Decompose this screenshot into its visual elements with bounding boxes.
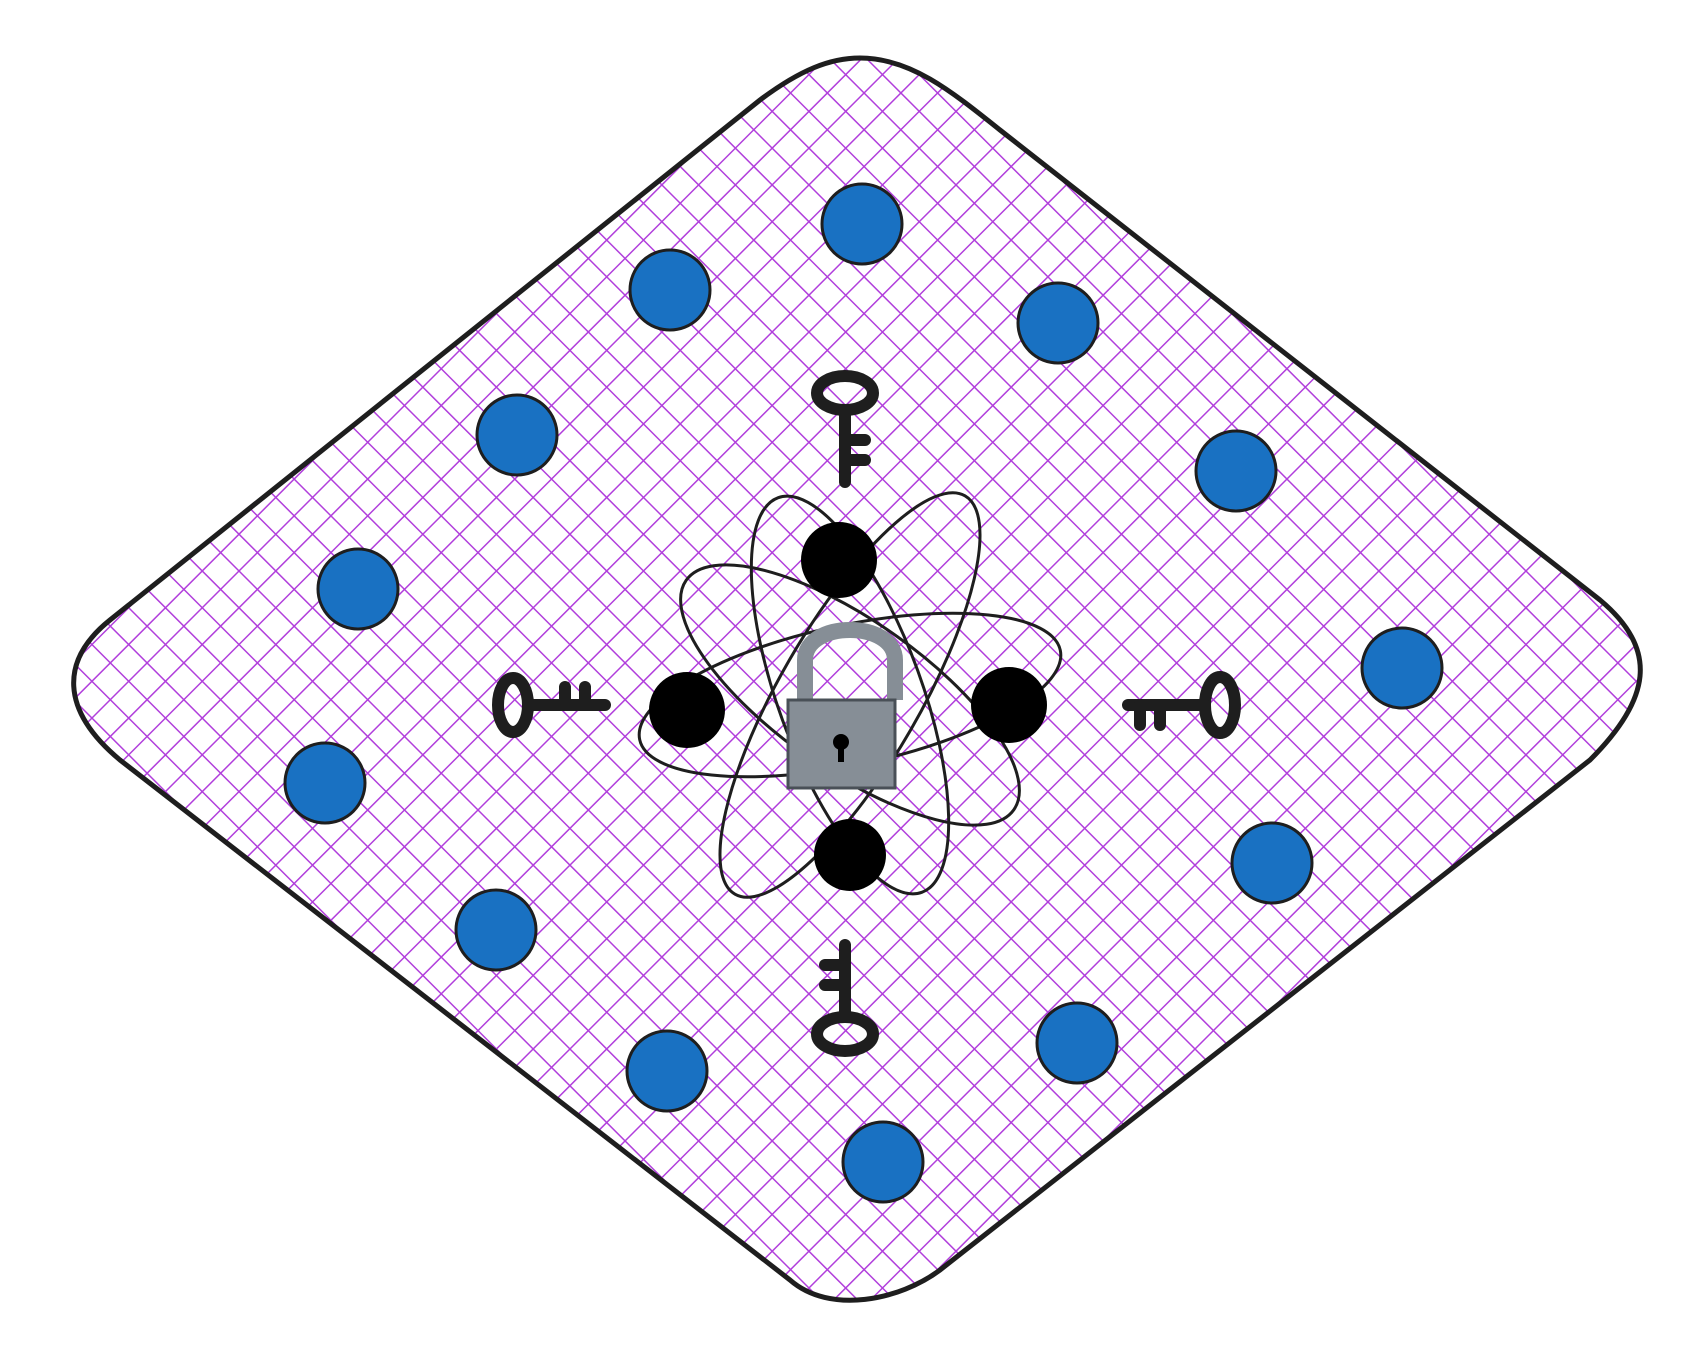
key-icon-right [1122,671,1241,739]
outer-dot [841,1120,925,1204]
outer-dot [316,547,400,631]
padlock-shackle [797,622,903,700]
outer-dot [820,182,904,266]
diamond-shape [71,55,1643,1303]
outer-dot [625,1029,709,1113]
outer-dot [628,248,712,332]
keyhole-slot [838,742,844,762]
key-icon-bottom [811,939,879,1057]
diamond-outline [71,55,1643,1303]
outer-dot [283,741,367,825]
diamond-hatch-fill [73,58,1641,1301]
outer-dots-group [283,182,1444,1204]
key-icon-top [811,370,879,488]
nucleus-particle [971,667,1047,743]
outer-dot [1035,1001,1119,1085]
key-icon-left [492,672,611,738]
outer-dot [1016,281,1100,365]
outer-dot [454,888,538,972]
outer-dot [475,393,559,477]
orbit-ellipse [749,494,951,896]
outer-dot [1360,626,1444,710]
orbit-ellipse [718,491,982,899]
nucleus-particle [814,819,886,891]
outer-dot [1194,429,1278,513]
nucleus-particle [801,522,877,598]
nucleus-particle [649,672,725,748]
outer-dot [1230,821,1314,905]
nucleus-particles-group [649,522,1047,891]
padlock-icon [786,622,903,790]
